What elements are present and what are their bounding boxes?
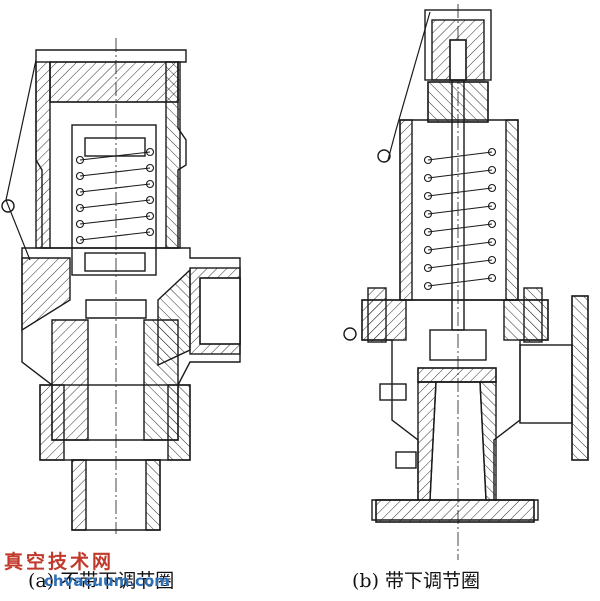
- caption-a: (a) 不带下调节圈: [28, 570, 175, 592]
- valve-b-drawing: [343, 4, 589, 560]
- caption-b: (b) 带下调节圈: [352, 570, 481, 592]
- watermark-url: chvacuum.com: [44, 572, 170, 590]
- watermark-cn: 真空技术网: [4, 551, 115, 573]
- valve-a-drawing: [1, 38, 241, 534]
